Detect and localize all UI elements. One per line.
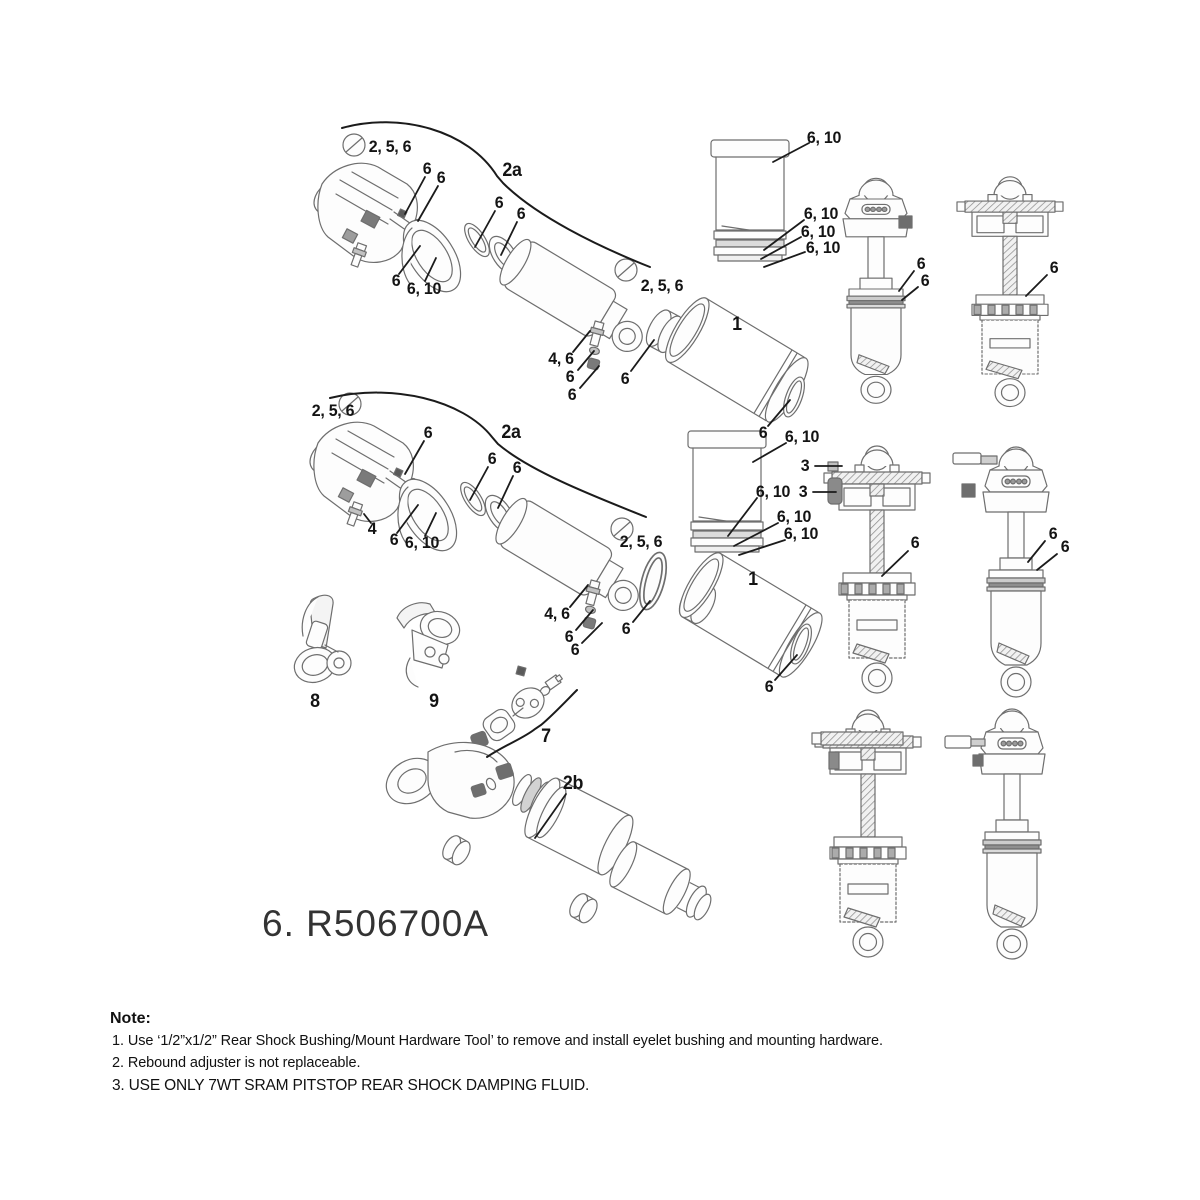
part-callout: 8: [310, 691, 320, 712]
note-item: 2. Rebound adjuster is not replaceable.: [112, 1055, 361, 1071]
part-callout: 6, 10: [803, 204, 839, 223]
air-sleeve-top: [640, 291, 816, 428]
part-callout: 6: [621, 619, 631, 638]
complete-shock-bottom-far-right: [944, 708, 1046, 960]
part-callout: 2, 5, 6: [640, 276, 684, 295]
complete-shock-middle-far-right: [952, 446, 1050, 698]
part-callout: 6: [512, 458, 522, 477]
part-callout: 6: [436, 168, 446, 187]
part-callout: 6: [916, 254, 926, 273]
exploded-shock-assembly-middle: [302, 392, 673, 630]
part-callout: 2, 5, 6: [368, 137, 412, 156]
part-callout: 2a: [501, 422, 521, 443]
part-callout: 3: [800, 456, 810, 475]
exploded-shock-assembly-top: [306, 133, 658, 371]
notes-block: Note: 1. Use ‘1/2”x1/2” Rear Shock Bushi…: [110, 1010, 1090, 1101]
part-callout: 6: [516, 204, 526, 223]
part-callout: 6: [567, 385, 577, 404]
part-callout: 6: [1049, 258, 1059, 277]
part-callout: 6, 10: [404, 533, 440, 552]
part-callout: 6: [423, 423, 433, 442]
part-callout: 1: [732, 314, 742, 335]
part-callout: 6, 10: [406, 279, 442, 298]
part-callout: 6: [764, 677, 774, 696]
part-callout: 4, 6: [548, 349, 574, 368]
part-callout: 7: [541, 726, 551, 747]
part-callout: 6: [920, 271, 930, 290]
part-callout: 1: [748, 569, 758, 590]
part-callout: 6, 10: [755, 482, 791, 501]
part-callout: 2, 5, 6: [311, 401, 355, 420]
air-sleeve-middle: [671, 546, 830, 683]
part-callout: 6: [564, 627, 574, 646]
notes-heading: Note:: [110, 1010, 151, 1027]
part-callout: 6: [570, 640, 580, 659]
eyelet-bushing: [565, 890, 602, 927]
part-callout: 6: [758, 423, 768, 442]
part-callout: 6: [487, 449, 497, 468]
air-can-middle: [687, 430, 767, 553]
part-callout: 6, 10: [776, 507, 812, 526]
part-callout: 2b: [562, 773, 584, 794]
part-callout: 6, 10: [806, 128, 842, 147]
shock-assembly-2b: [385, 741, 712, 927]
large-o-ring: [633, 548, 673, 614]
part-callout: 9: [429, 691, 439, 712]
remote-lever-9: [396, 602, 461, 688]
part-callout: 4, 6: [544, 604, 570, 623]
part-callout: 6: [494, 193, 504, 212]
figure-part-number: 6. R506700A: [262, 903, 490, 944]
eyelet-bushing: [438, 832, 475, 869]
part-callout: 6: [391, 271, 401, 290]
complete-shock-top-right: [842, 177, 913, 404]
part-callout: 6, 10: [784, 427, 820, 446]
part-callout: 6: [1060, 537, 1070, 556]
section-shock-bottom-right: [811, 709, 922, 958]
part-callout: 4: [367, 519, 377, 538]
section-shock-top-far-right: [956, 176, 1064, 408]
callout-brackets: [329, 121, 651, 758]
part-callout: 6, 10: [783, 524, 819, 543]
part-callout: 6, 10: [800, 222, 836, 241]
note-item: 1. Use ‘1/2”x1/2” Rear Shock Bushing/Mou…: [112, 1033, 883, 1049]
air-can-top: [710, 139, 790, 262]
part-callout: 6: [565, 367, 575, 386]
remote-lever-8: [293, 594, 352, 684]
section-shock-middle-right: [823, 445, 931, 694]
part-callout: 6: [910, 533, 920, 552]
part-callout: 2a: [502, 160, 522, 181]
note-item: 3. USE ONLY 7WT SRAM PITSTOP REAR SHOCK …: [112, 1077, 590, 1094]
part-callout: 6: [620, 369, 630, 388]
part-callout: 6: [1048, 524, 1058, 543]
part-callout: 6: [422, 159, 432, 178]
part-callout: 6, 10: [805, 238, 841, 257]
callout-leader-lines: [363, 142, 1058, 839]
part-callout: 2, 5, 6: [619, 532, 663, 551]
part-callout: 3: [798, 482, 808, 501]
part-callout: 6: [389, 530, 399, 549]
